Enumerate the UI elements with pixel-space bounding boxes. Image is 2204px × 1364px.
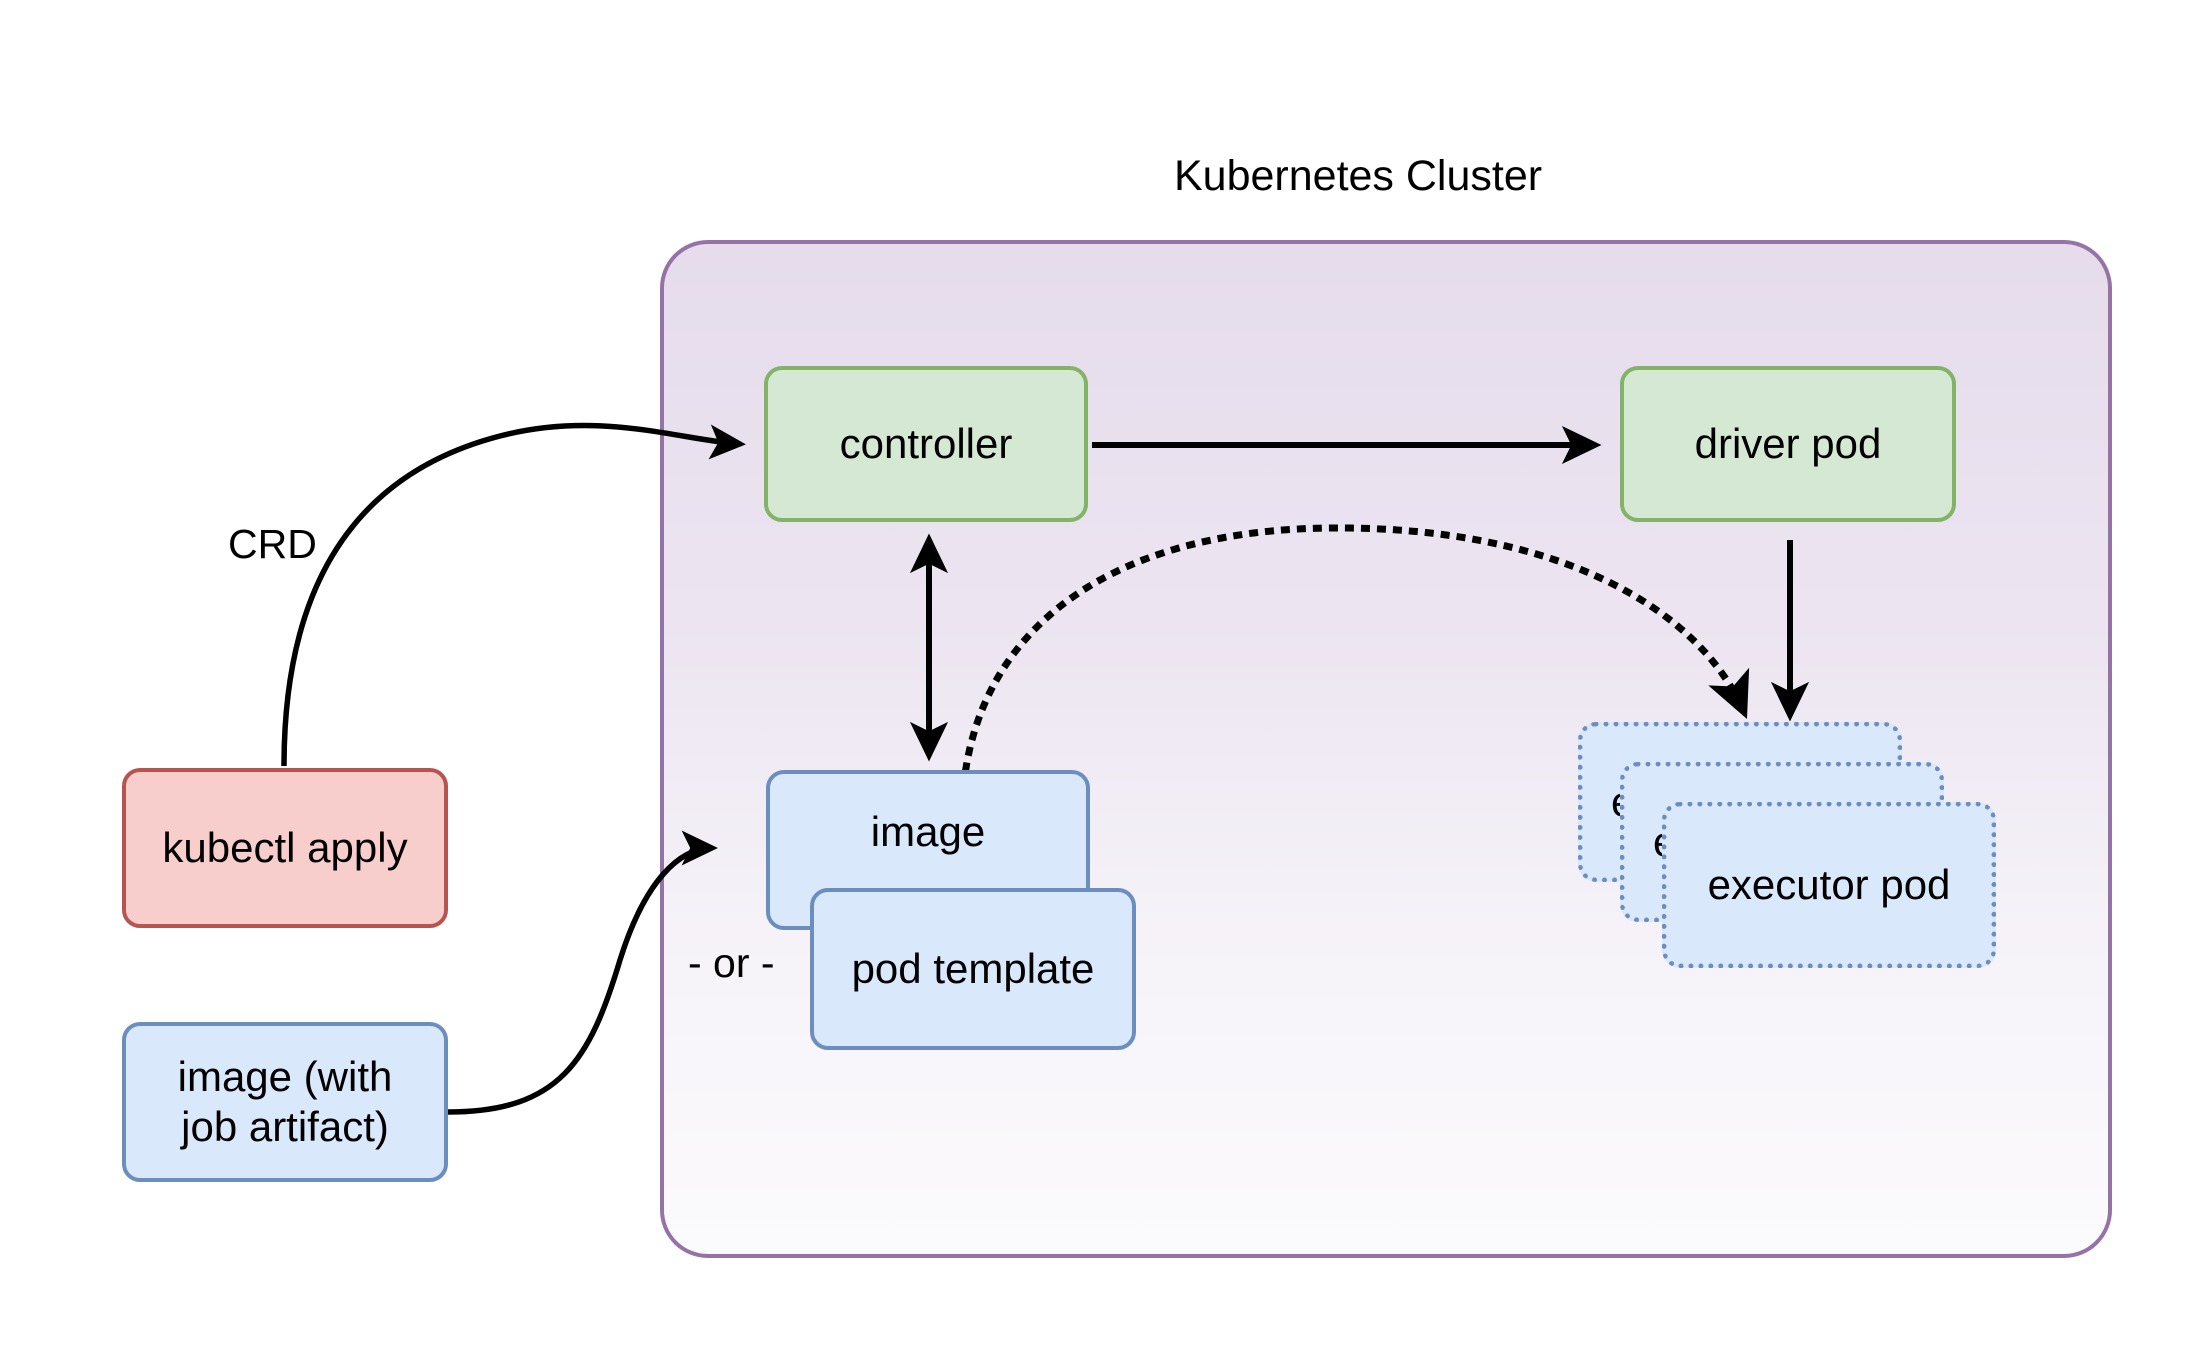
node-kubectl-apply-label: kubectl apply [162, 824, 408, 872]
node-image-with-job-artifact-label-line2: job artifact) [181, 1103, 389, 1150]
cluster-title: Kubernetes Cluster [1174, 152, 1543, 200]
node-image-with-job-artifact-label-line1: image (with [177, 1053, 393, 1101]
node-controller-label: controller [839, 420, 1013, 468]
node-executor-pod-front[interactable]: executor pod [1662, 802, 1996, 968]
node-image-with-job-artifact[interactable]: image (with job artifact) [122, 1022, 448, 1182]
node-executor-pod-front-label: executor pod [1707, 861, 1951, 909]
node-driver-pod[interactable]: driver pod [1620, 366, 1956, 522]
node-image-label: image [870, 808, 986, 856]
node-driver-pod-label: driver pod [1694, 420, 1882, 468]
node-controller[interactable]: controller [764, 366, 1088, 522]
node-kubectl-apply[interactable]: kubectl apply [122, 768, 448, 928]
node-pod-template[interactable]: pod template [810, 888, 1136, 1050]
crd-edge-label: CRD [228, 521, 317, 567]
or-separator-label: - or - [688, 940, 775, 986]
node-pod-template-label: pod template [851, 945, 1095, 993]
